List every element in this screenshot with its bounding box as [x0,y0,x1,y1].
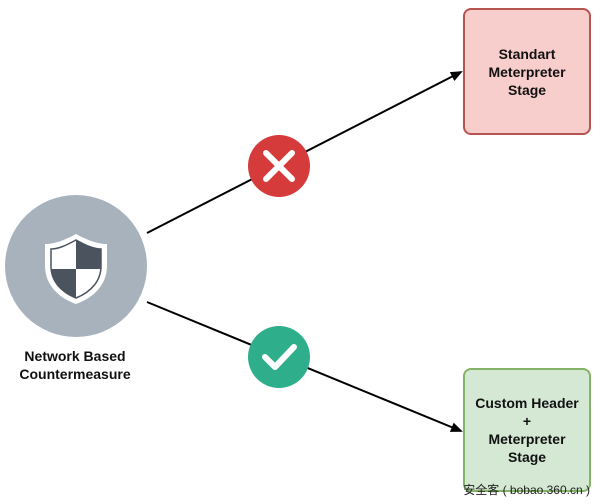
shield-icon [45,234,107,304]
x-icon [248,135,310,197]
custom-header-meterpreter-stage-box: Custom Header + Meterpreter Stage [463,368,591,492]
countermeasure-node [5,195,147,337]
standard-meterpreter-stage-box: Standart Meterpreter Stage [463,8,591,135]
watermark: 安全客 ( bobao.360.cn ) [463,483,590,497]
countermeasure-node-label: Network Based Countermeasure [19,348,131,382]
check-icon [248,326,310,388]
